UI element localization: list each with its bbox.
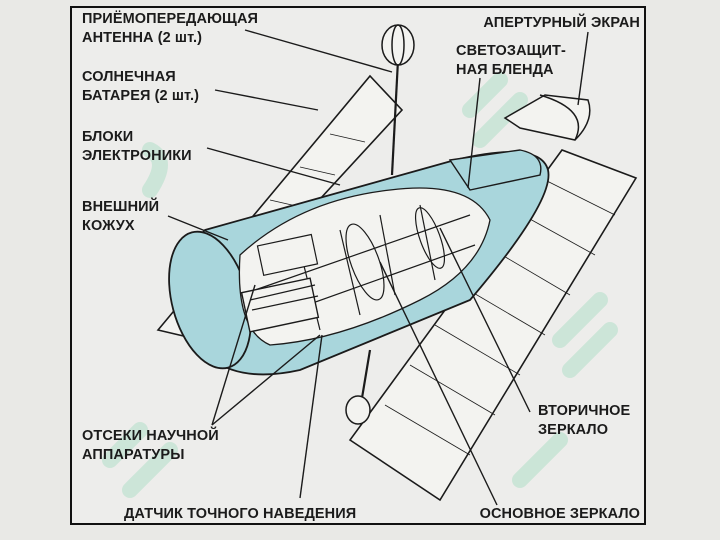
label-antenna: ПРИЁМОПЕРЕДАЮЩАЯ АНТЕННА (2 шт.) [82,10,258,48]
label-light-baffle: СВЕТОЗАЩИТ- НАЯ БЛЕНДА [456,42,566,80]
label-electronics: БЛОКИ ЭЛЕКТРОНИКИ [82,128,192,166]
label-fine-guidance-sensor: ДАТЧИК ТОЧНОГО НАВЕДЕНИЯ [124,505,356,524]
label-aperture-door: АПЕРТУРНЫЙ ЭКРАН [483,14,640,33]
label-primary-mirror: ОСНОВНОЕ ЗЕРКАЛО [480,505,640,524]
bottom-antenna [346,350,370,424]
label-secondary-mirror: ВТОРИЧНОЕ ЗЕРКАЛО [538,402,630,440]
label-solar-array: СОЛНЕЧНАЯ БАТАРЕЯ (2 шт.) [82,68,199,106]
label-instrument-bays: ОТСЕКИ НАУЧНОЙ АППАРАТУРЫ [82,427,219,465]
label-outer-shell: ВНЕШНИЙ КОЖУХ [82,198,159,236]
